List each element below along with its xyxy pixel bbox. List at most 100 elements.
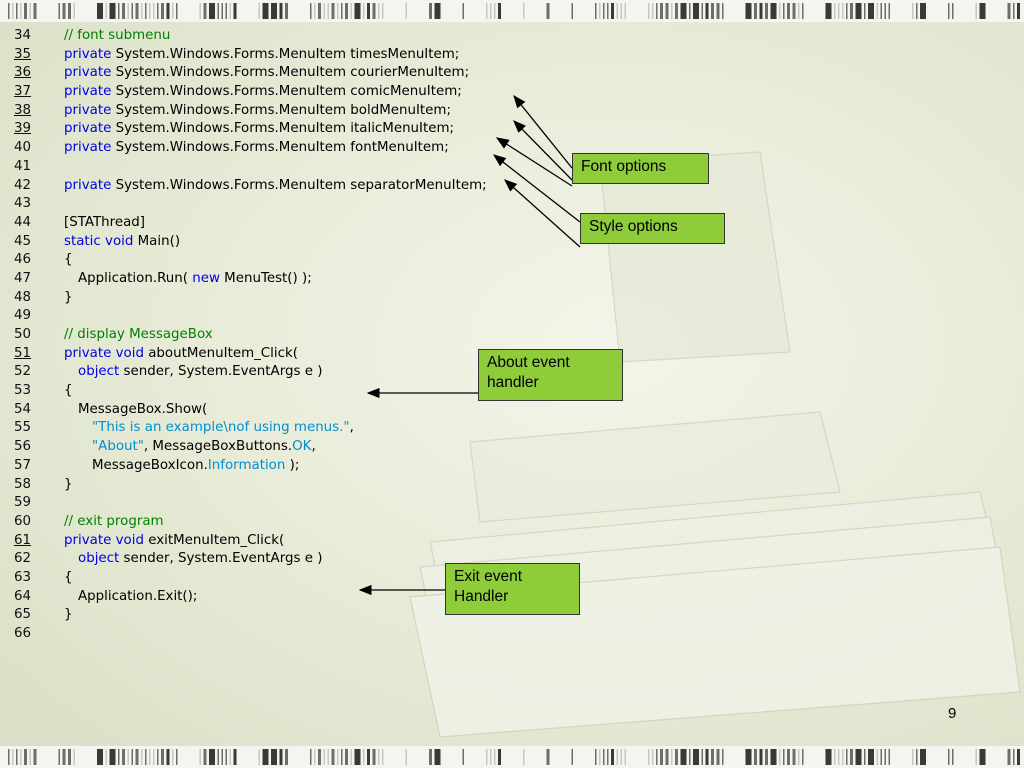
code-token: { (64, 383, 73, 399)
line-number: 49 (14, 308, 32, 324)
code-token: private (64, 46, 112, 62)
code-token: Application.Run( (78, 270, 193, 286)
code-text: MessageBox.Show( (64, 401, 207, 420)
code-text: } (64, 606, 73, 625)
code-token: } (64, 289, 73, 305)
code-text: object sender, System.EventArgs e ) (64, 363, 322, 382)
style-options-callout: Style options (580, 213, 725, 244)
line-number: 55 (14, 420, 32, 436)
code-token: System.Windows.Forms.MenuItem italicMenu… (111, 121, 455, 137)
code-token: } (64, 476, 73, 492)
code-token: aboutMenuItem_Click( (143, 345, 298, 361)
code-token: Main() (133, 233, 181, 249)
code-text: Application.Run( new MenuTest() ); (64, 270, 312, 289)
code-token: new (192, 270, 220, 286)
code-token: // font submenu (64, 28, 171, 43)
code-token: MenuTest() ); (219, 270, 312, 286)
line-number: 48 (14, 289, 32, 305)
line-number: 45 (14, 233, 32, 249)
line-number: 43 (14, 196, 32, 212)
barcode-decoration (8, 749, 1020, 765)
code-text: private void exitMenuItem_Click( (64, 532, 284, 551)
code-text: { (64, 251, 73, 270)
code-token: "About" (92, 439, 144, 455)
line-number: 50 (14, 327, 32, 342)
line-number: 58 (14, 476, 32, 492)
line-number: 37 (14, 84, 32, 100)
code-token: OK (292, 439, 312, 455)
code-token: // display MessageBox (64, 327, 213, 342)
code-token: private (64, 345, 112, 361)
line-number: 36 (14, 65, 32, 81)
font-options-label: Font options (581, 158, 667, 175)
code-text: private void aboutMenuItem_Click( (64, 345, 298, 364)
code-token: "This is an example\nof using menus." (92, 420, 350, 436)
line-number: 40 (14, 140, 32, 156)
code-token: System.Windows.Forms.MenuItem timesMenuI… (111, 46, 460, 62)
code-token: void (115, 345, 144, 361)
code-token: System.Windows.Forms.MenuItem courierMen… (111, 65, 470, 81)
line-number: 61 (14, 532, 32, 548)
code-token: Application.Exit(); (78, 588, 198, 604)
line-number: 34 (14, 28, 32, 43)
code-token: , MessageBoxButtons. (143, 439, 293, 455)
line-number: 62 (14, 551, 32, 567)
code-text: } (64, 289, 73, 308)
code-token: System.Windows.Forms.MenuItem separatorM… (111, 177, 487, 193)
code-text: private System.Windows.Forms.MenuItem it… (64, 120, 454, 139)
line-number: 35 (14, 46, 32, 62)
line-number: 54 (14, 401, 32, 417)
code-token: System.Windows.Forms.MenuItem boldMenuIt… (111, 102, 451, 118)
line-number: 47 (14, 270, 32, 286)
page-number: 9 (948, 705, 957, 722)
code-token: sender, System.EventArgs e ) (119, 551, 323, 567)
line-number: 39 (14, 121, 32, 137)
code-token: private (64, 177, 112, 193)
about-event-handler-callout: About event handler (478, 349, 623, 401)
code-token: Information (207, 457, 286, 473)
code-text: private System.Windows.Forms.MenuItem fo… (64, 139, 449, 158)
code-token: void (115, 532, 144, 548)
code-text: "About", MessageBoxButtons.OK, (64, 438, 316, 457)
line-number: 63 (14, 569, 32, 585)
line-number: 66 (14, 626, 32, 641)
line-number: 65 (14, 607, 32, 623)
line-number: 56 (14, 439, 32, 455)
code-text: Application.Exit(); (64, 588, 197, 607)
code-token: private (64, 532, 112, 548)
code-token: static (64, 233, 101, 249)
code-token: object (78, 551, 120, 567)
line-number: 41 (14, 158, 32, 174)
line-number: 51 (14, 345, 32, 361)
line-number: 57 (14, 457, 32, 473)
code-token: System.Windows.Forms.MenuItem fontMenuIt… (111, 140, 449, 156)
code-token: , (349, 420, 354, 436)
code-token: { (64, 252, 73, 268)
line-number: 52 (14, 364, 32, 380)
code-token: exitMenuItem_Click( (143, 532, 285, 548)
code-text: [STAThread] (64, 214, 145, 233)
font-options-callout: Font options (572, 153, 709, 184)
code-token: private (64, 102, 112, 118)
code-token: { (64, 569, 73, 585)
code-text: // exit program (64, 513, 164, 532)
about-callout-line1: About event (487, 354, 570, 371)
line-number: 60 (14, 513, 32, 529)
code-token: private (64, 140, 112, 156)
code-text: { (64, 382, 73, 401)
style-options-label: Style options (589, 218, 678, 235)
code-token: MessageBox.Show( (78, 401, 208, 417)
code-text: private System.Windows.Forms.MenuItem co… (64, 83, 462, 102)
line-number: 59 (14, 495, 32, 511)
code-token: ); (285, 457, 300, 473)
line-number: 38 (14, 102, 32, 118)
code-token: [STAThread] (64, 214, 146, 230)
exit-callout-line2: Handler (454, 588, 509, 605)
code-text: "This is an example\nof using menus.", (64, 419, 354, 438)
code-token: private (64, 84, 112, 100)
code-text: // font submenu (64, 27, 170, 46)
code-text: private System.Windows.Forms.MenuItem co… (64, 64, 469, 83)
code-text: object sender, System.EventArgs e ) (64, 550, 322, 569)
line-number: 64 (14, 588, 32, 604)
code-text: static void Main() (64, 233, 180, 252)
